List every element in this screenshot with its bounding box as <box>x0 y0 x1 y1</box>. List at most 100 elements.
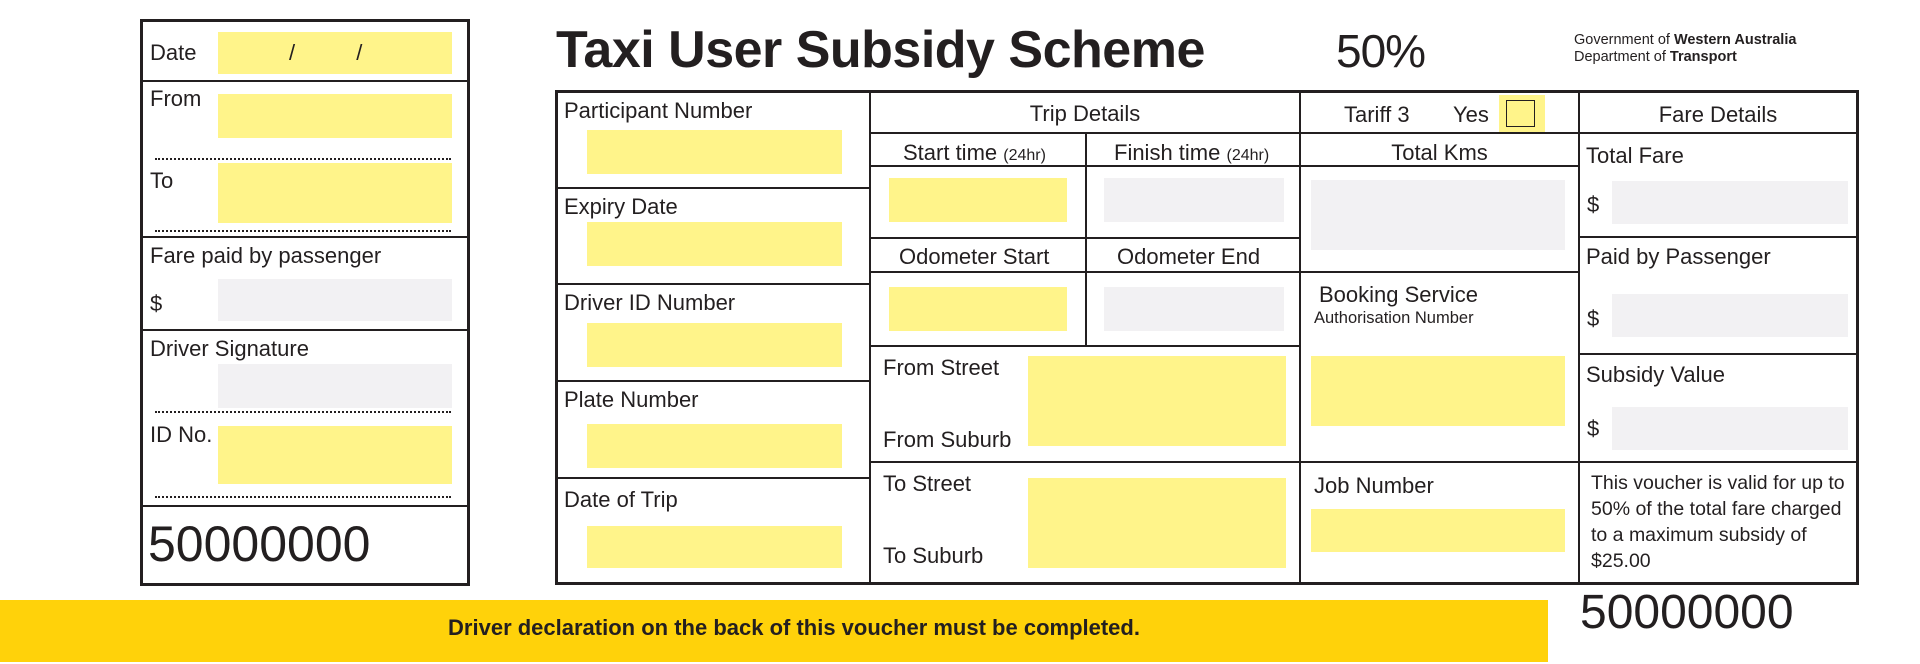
declaration-banner <box>0 600 1548 662</box>
divider <box>1578 132 1859 134</box>
participant-number-field[interactable] <box>587 130 842 174</box>
stub-id-field[interactable] <box>218 426 452 484</box>
paid-by-passenger-currency: $ <box>1587 306 1600 331</box>
stub-serial-number: 50000000 <box>148 516 371 572</box>
divider <box>555 380 871 382</box>
dept-prefix: Department of <box>1574 49 1670 65</box>
start-time-label: Start time (24hr) <box>903 142 1046 164</box>
odometer-end-label: Odometer End <box>1117 244 1261 269</box>
divider <box>1578 90 1580 585</box>
divider <box>1299 461 1580 463</box>
to-address-field[interactable] <box>1028 478 1286 568</box>
divider <box>1578 236 1859 238</box>
tariff-yes-checkbox[interactable] <box>1506 100 1535 127</box>
participant-number-label: Participant Number <box>564 98 753 123</box>
divider <box>1578 353 1859 355</box>
stub-from-field[interactable] <box>218 94 452 138</box>
divider <box>1299 132 1580 134</box>
plate-number-field[interactable] <box>587 424 842 468</box>
expiry-date-field[interactable] <box>587 222 842 266</box>
divider <box>555 187 871 189</box>
subsidy-value-field[interactable] <box>1612 407 1848 450</box>
start-time-text: Start time <box>903 140 998 165</box>
paid-by-passenger-field[interactable] <box>1612 294 1848 337</box>
from-street-label: From Street <box>883 355 1000 380</box>
job-number-field[interactable] <box>1311 509 1565 552</box>
authorisation-number-field[interactable] <box>1311 356 1565 426</box>
stub-fare-field[interactable] <box>218 279 452 321</box>
stub-signature-label: Driver Signature <box>150 336 309 361</box>
subsidy-value-currency: $ <box>1587 416 1600 441</box>
divider <box>140 80 470 82</box>
tariff-label: Tariff 3 <box>1344 102 1410 127</box>
divider <box>140 329 470 331</box>
trip-details-heading: Trip Details <box>1029 101 1141 126</box>
total-kms-label: Total Kms <box>1391 140 1488 165</box>
date-of-trip-label: Date of Trip <box>564 487 678 512</box>
stub-fare-label: Fare paid by passenger <box>150 243 382 268</box>
voucher-validity-note: This voucher is valid for up to 50% of t… <box>1591 472 1845 572</box>
stub-from-dotted-line <box>155 158 451 160</box>
finish-time-field[interactable] <box>1104 178 1284 222</box>
stub-fare-currency: $ <box>150 291 163 316</box>
stub-panel <box>140 19 470 586</box>
odometer-start-label: Odometer Start <box>899 244 1050 269</box>
from-address-field[interactable] <box>1028 356 1286 446</box>
tariff-yes-label: Yes <box>1453 102 1489 127</box>
divider <box>1299 90 1301 585</box>
divider <box>1578 461 1859 463</box>
stub-date-label: Date <box>150 40 197 65</box>
driver-declaration-text: Driver declaration on the back of this v… <box>448 615 1140 640</box>
voucher-serial-number: 50000000 <box>1580 586 1794 639</box>
divider <box>869 90 871 585</box>
job-number-label: Job Number <box>1314 473 1434 498</box>
total-kms-field[interactable] <box>1311 180 1565 250</box>
from-suburb-label: From Suburb <box>883 427 1012 452</box>
driver-id-field[interactable] <box>587 323 842 367</box>
stub-from-label: From <box>150 86 202 111</box>
finish-time-text: Finish time <box>1114 140 1221 165</box>
fare-details-heading: Fare Details <box>1658 102 1778 127</box>
divider <box>871 132 1301 134</box>
divider <box>871 237 1301 239</box>
divider <box>871 165 1301 167</box>
start-time-field[interactable] <box>889 178 1067 222</box>
stub-signature-field[interactable] <box>218 364 452 408</box>
stub-date-field[interactable] <box>218 32 452 74</box>
total-fare-label: Total Fare <box>1586 143 1684 168</box>
driver-id-label: Driver ID Number <box>564 290 736 315</box>
paid-by-passenger-label: Paid by Passenger <box>1586 244 1771 269</box>
subsidy-value-label: Subsidy Value <box>1586 362 1726 387</box>
divider <box>871 345 1301 347</box>
expiry-date-label: Expiry Date <box>564 194 678 219</box>
total-fare-currency: $ <box>1587 192 1600 217</box>
divider <box>1299 271 1580 273</box>
divider <box>871 271 1301 273</box>
subsidy-percent: 50% <box>1336 25 1426 77</box>
plate-number-label: Plate Number <box>564 387 699 412</box>
stub-id-label: ID No. <box>150 422 213 447</box>
finish-time-unit: (24hr) <box>1226 147 1270 164</box>
divider <box>1085 133 1087 347</box>
odometer-start-field[interactable] <box>889 287 1067 331</box>
booking-service-label: Booking Service <box>1319 282 1478 307</box>
start-time-unit: (24hr) <box>1003 147 1046 164</box>
date-of-trip-field[interactable] <box>587 526 842 568</box>
stub-to-dotted-line <box>155 230 451 232</box>
stub-id-dotted-line <box>155 496 451 498</box>
divider <box>871 461 1301 463</box>
stub-to-label: To <box>150 168 174 193</box>
to-suburb-label: To Suburb <box>883 543 984 568</box>
stub-to-field[interactable] <box>218 163 452 223</box>
to-street-label: To Street <box>883 471 972 496</box>
page-title: Taxi User Subsidy Scheme <box>556 21 1205 79</box>
gov-prefix: Government of <box>1574 32 1674 48</box>
odometer-end-field[interactable] <box>1104 287 1284 331</box>
divider <box>555 477 871 479</box>
stub-date-value: / / <box>289 40 363 65</box>
dept-name: Transport <box>1669 49 1737 65</box>
divider <box>1299 165 1580 167</box>
stub-signature-dotted-line <box>155 411 451 413</box>
gov-name: Western Australia <box>1673 32 1797 48</box>
total-fare-field[interactable] <box>1612 181 1848 224</box>
